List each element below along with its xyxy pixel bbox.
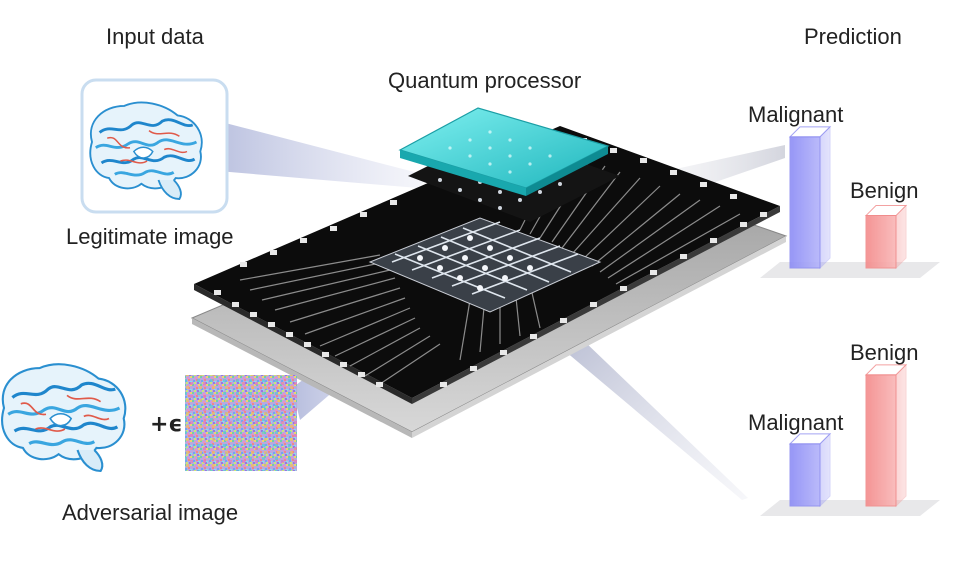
brain-scan-icon xyxy=(0,362,127,473)
quantum-processor-label: Quantum processor xyxy=(388,68,582,93)
perturbation-label: +ϵ xyxy=(150,412,183,437)
adversarial-image-label: Adversarial image xyxy=(62,500,239,525)
beam-processor-to-prediction-bottom xyxy=(540,318,748,500)
beam-legitimate-to-processor xyxy=(206,118,430,188)
legitimate-image-label: Legitimate image xyxy=(66,224,234,249)
legitimate-malignant-bar-side xyxy=(819,125,831,270)
quantum-chip-icon xyxy=(190,107,788,438)
legitimate-malignant-bar xyxy=(789,136,821,269)
adversarial-floor xyxy=(760,500,940,516)
adversarial-malignant-bar-side xyxy=(819,432,831,508)
legitimate-benign-bar xyxy=(865,215,897,269)
noise-pattern-icon xyxy=(185,375,297,471)
legit-malignant-label: Malignant xyxy=(748,102,844,127)
prediction-bars xyxy=(760,125,940,516)
adversarial-malignant-bar xyxy=(789,443,821,507)
adv-benign-label: Benign xyxy=(850,340,919,365)
legitimate-floor xyxy=(760,262,940,278)
adversarial-benign-bar-side xyxy=(895,363,907,508)
adversarial-benign-bar xyxy=(865,374,897,507)
processor-cap xyxy=(398,107,620,222)
prediction-heading: Prediction xyxy=(804,24,902,49)
legitimate-benign-bar-side xyxy=(895,204,907,270)
input-data-heading: Input data xyxy=(106,24,204,49)
legit-benign-label: Benign xyxy=(850,178,919,203)
adv-malignant-label: Malignant xyxy=(748,410,844,435)
